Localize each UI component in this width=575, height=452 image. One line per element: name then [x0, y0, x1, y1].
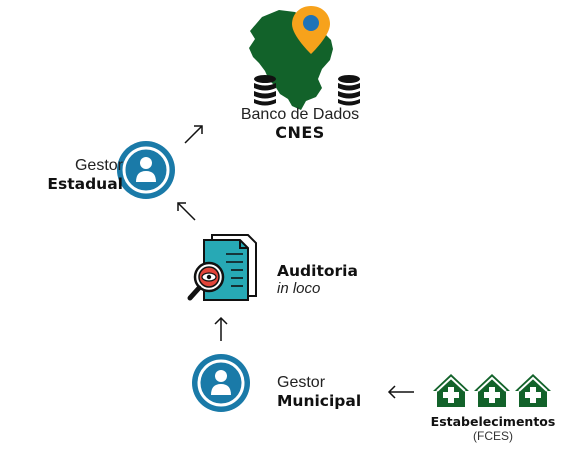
- gestor-estadual-label-line1: Gestor: [74, 157, 123, 174]
- cnes-label-line1: Banco de Dados: [240, 106, 360, 123]
- auditoria-label-line1: Auditoria: [277, 262, 358, 280]
- estabelecimentos-label-line2: (FCES): [473, 429, 513, 443]
- cnes-label-line2: CNES: [275, 123, 325, 142]
- auditoria-label-line2: in loco: [277, 280, 321, 297]
- gestor-municipal-label-line2: Municipal: [277, 392, 362, 410]
- gestor-estadual-label-line2: Estadual: [47, 175, 123, 193]
- gestor-municipal-label-line1: Gestor: [277, 374, 326, 391]
- estabelecimentos-label-line1: Estabelecimentos: [430, 414, 556, 429]
